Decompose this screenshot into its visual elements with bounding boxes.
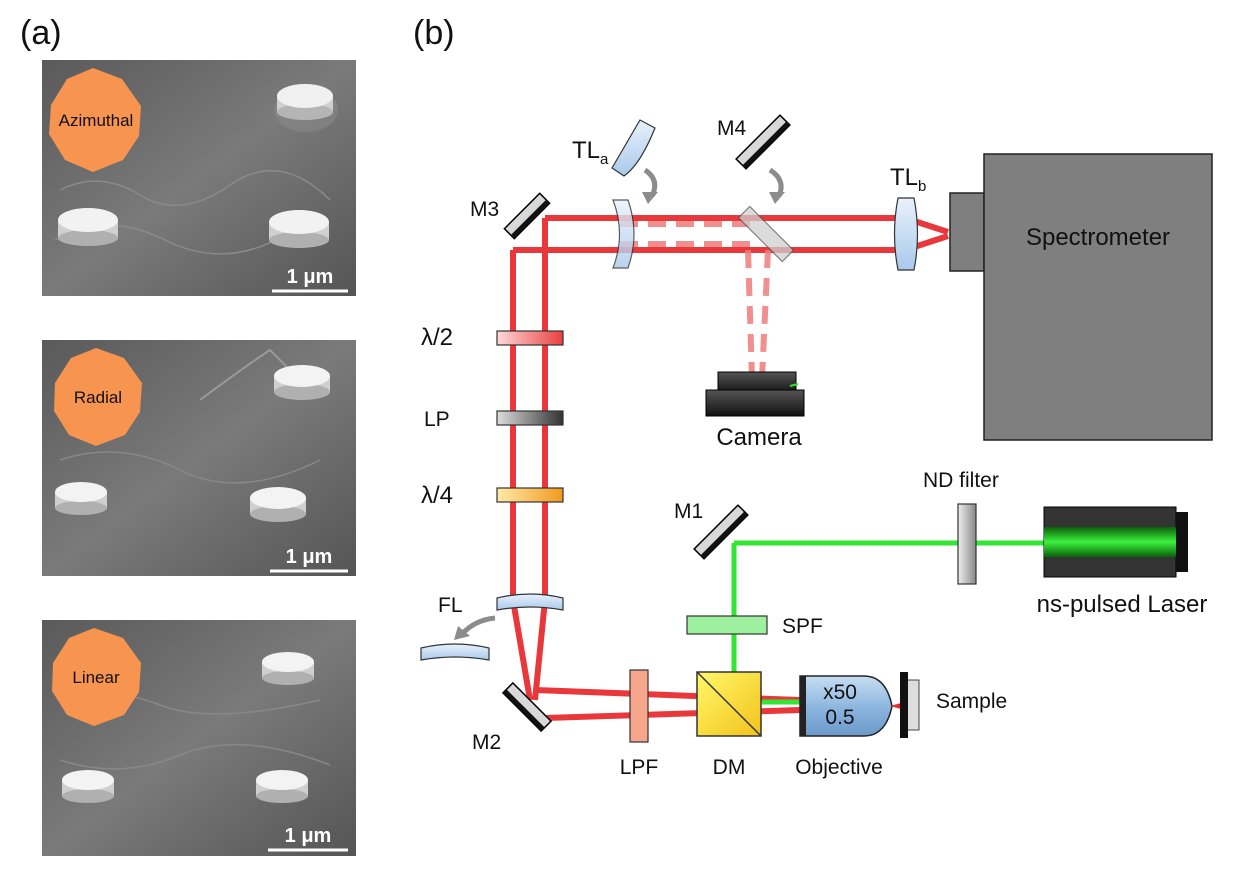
sem-image-linear: Linear 1 μm bbox=[42, 620, 356, 856]
label-tla: TLa bbox=[572, 137, 609, 168]
label-m3: M3 bbox=[470, 198, 499, 221]
label-objective-mag: x50 bbox=[823, 681, 857, 704]
spectrometer bbox=[983, 153, 1213, 441]
label-spectrometer: Spectrometer bbox=[1026, 224, 1170, 251]
scale-bar-label: 1 μm bbox=[286, 546, 333, 568]
label-laser: ns-pulsed Laser bbox=[1037, 591, 1208, 618]
mirror-m3 bbox=[503, 192, 551, 240]
label-nd-filter: ND filter bbox=[923, 469, 999, 492]
label-quarter-wave: λ/4 bbox=[421, 482, 453, 509]
long-pass-filter bbox=[629, 669, 649, 743]
spectrometer-slit bbox=[949, 192, 985, 272]
focusing-lens-alternate bbox=[420, 643, 490, 661]
label-dm: DM bbox=[713, 756, 746, 779]
label-m4: M4 bbox=[717, 117, 746, 140]
label-tlb: TLb bbox=[890, 164, 926, 195]
arrow-head-icon bbox=[454, 626, 470, 640]
green-beam-path bbox=[731, 540, 1050, 705]
arrow-icon bbox=[460, 615, 496, 636]
linear-polarizer bbox=[496, 410, 564, 426]
label-m1: M1 bbox=[674, 500, 703, 523]
mirror-m4 bbox=[737, 205, 795, 263]
label-camera: Camera bbox=[716, 424, 802, 451]
polarization-label: Radial bbox=[74, 388, 122, 407]
polarization-badge bbox=[54, 348, 142, 446]
mirror-m1 bbox=[693, 504, 749, 560]
short-pass-filter bbox=[686, 615, 768, 635]
label-lpf: LPF bbox=[620, 756, 659, 779]
label-tlb-sub: b bbox=[918, 178, 926, 195]
red-beam-dashed bbox=[620, 221, 771, 379]
panel-label-a: (a) bbox=[20, 14, 62, 52]
label-m2: M2 bbox=[472, 731, 501, 754]
polarization-label: Azimuthal bbox=[59, 111, 134, 130]
label-spf: SPF bbox=[782, 615, 823, 638]
polarization-badge bbox=[52, 628, 141, 726]
arrow-head-icon bbox=[769, 192, 785, 204]
label-tla-sub: a bbox=[600, 151, 609, 168]
polarization-label: Linear bbox=[72, 668, 120, 687]
camera bbox=[705, 371, 805, 417]
label-half-wave: λ/2 bbox=[421, 324, 453, 351]
nd-filter bbox=[957, 503, 977, 585]
scale-bar-label: 1 μm bbox=[287, 266, 334, 288]
label-tla-main: TL bbox=[572, 137, 600, 164]
label-objective-na: 0.5 bbox=[825, 706, 854, 729]
panel-label-b: (b) bbox=[413, 14, 455, 52]
dichroic-diagonal bbox=[696, 671, 762, 737]
sample bbox=[900, 672, 920, 738]
sem-image-azimuthal: Azimuthal 1 μm bbox=[42, 60, 356, 296]
tube-lens-b bbox=[893, 197, 919, 271]
polarization-badge bbox=[49, 68, 141, 172]
label-fl: FL bbox=[438, 594, 463, 617]
mirror-m2 bbox=[501, 681, 553, 733]
tube-lens-a bbox=[612, 199, 635, 269]
scale-bar-label: 1 μm bbox=[285, 825, 332, 847]
tube-lens-a-alternate bbox=[611, 119, 656, 177]
quarter-wave-plate bbox=[496, 487, 564, 503]
laser bbox=[1043, 506, 1188, 578]
sem-image-radial: Radial 1 μm bbox=[42, 340, 356, 576]
mirror-m4-alternate bbox=[735, 114, 791, 170]
label-tlb-main: TL bbox=[890, 164, 918, 191]
red-beam-path bbox=[510, 215, 949, 721]
label-lp: LP bbox=[424, 408, 450, 431]
arrow-head-icon bbox=[642, 192, 658, 204]
label-sample: Sample bbox=[936, 690, 1007, 713]
label-objective: Objective bbox=[795, 756, 883, 779]
focusing-lens bbox=[496, 593, 564, 611]
half-wave-plate bbox=[496, 330, 564, 346]
